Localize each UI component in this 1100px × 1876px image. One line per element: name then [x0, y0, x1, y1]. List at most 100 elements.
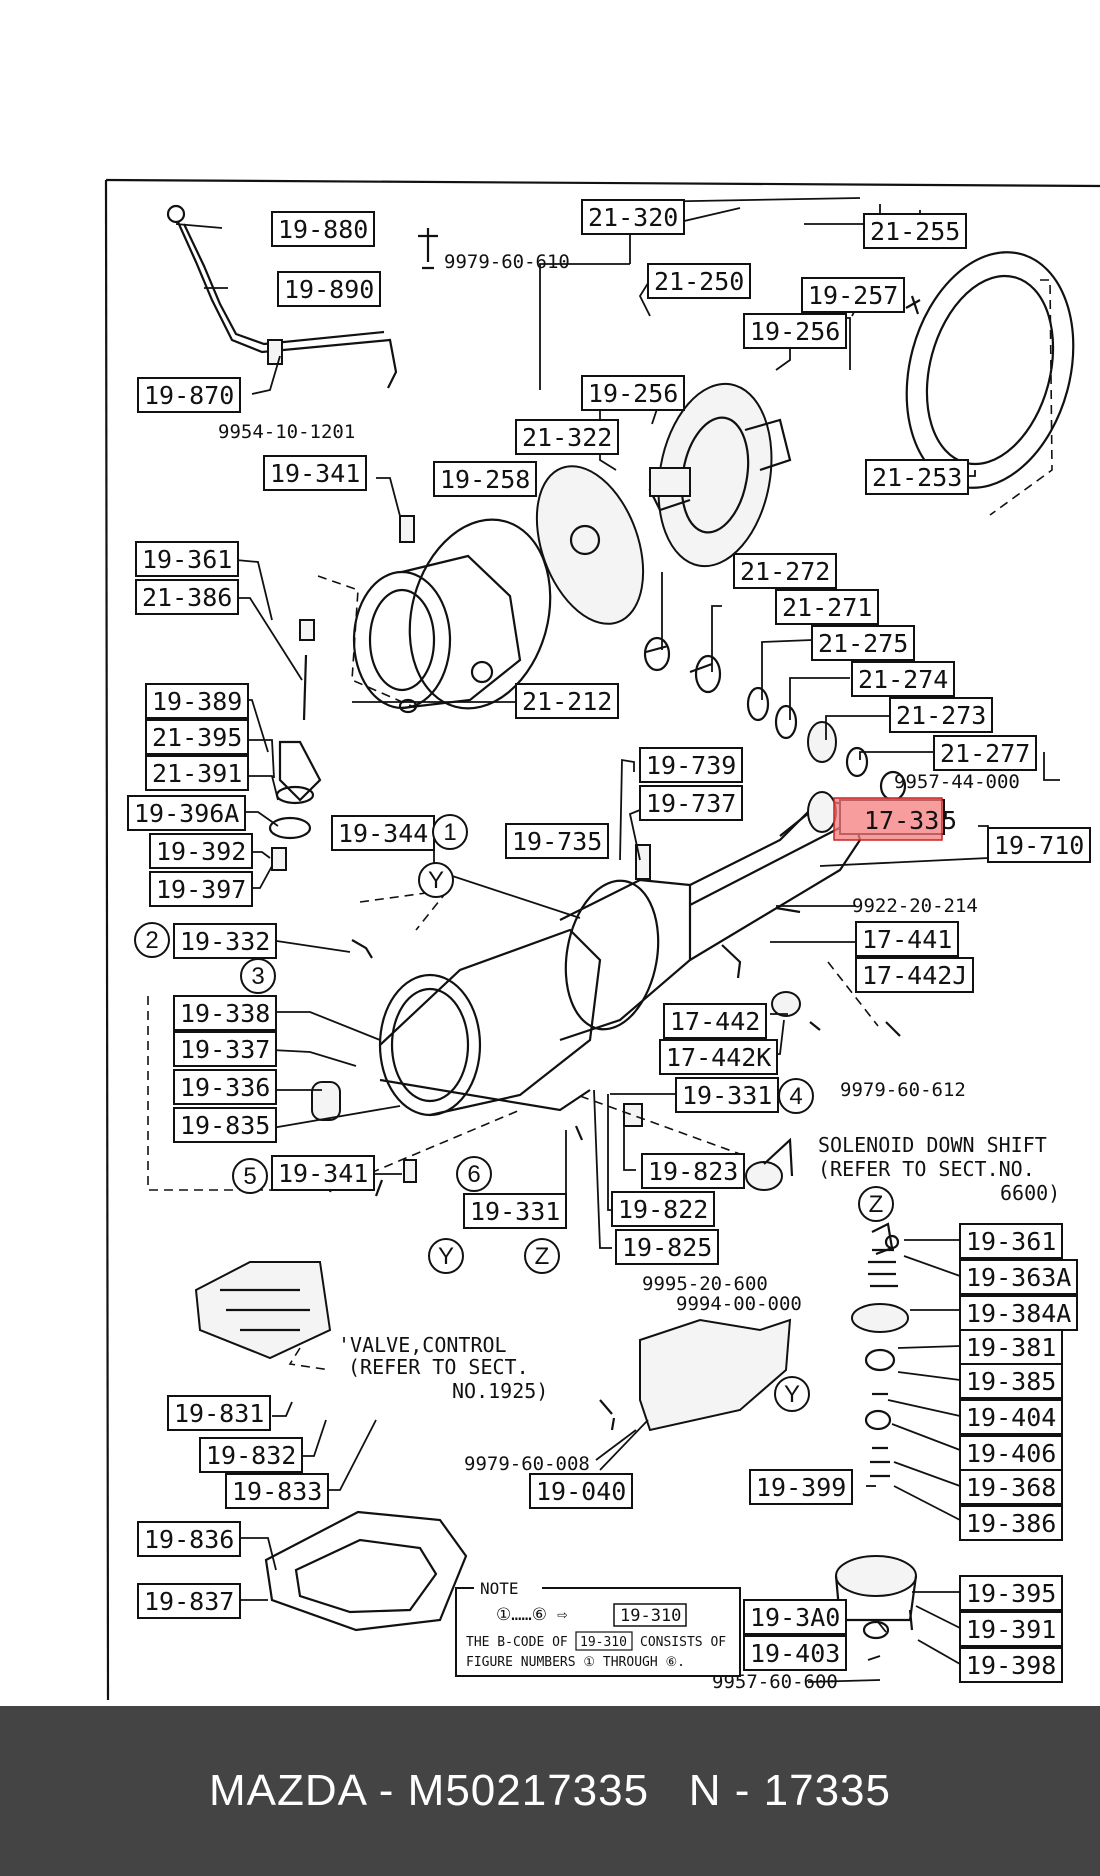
solenoid-drawing [745, 1137, 794, 1191]
part-label-17-441[interactable]: 17-441 [855, 921, 959, 957]
part-label-21-272[interactable]: 21-272 [733, 553, 837, 589]
part-label-17-442[interactable]: 17-442 [663, 1003, 767, 1039]
part-label-19-344[interactable]: 19-344 [331, 815, 435, 851]
part-label-21-253[interactable]: 21-253 [865, 459, 969, 495]
part-label-17-442k[interactable]: 17-442K [659, 1039, 778, 1075]
part-label-19-256[interactable]: 19-256 [743, 313, 847, 349]
label-text: 19-389 [152, 687, 242, 716]
part-label-21-320[interactable]: 21-320 [581, 199, 685, 235]
part-label-19-890[interactable]: 19-890 [277, 271, 381, 307]
part-label-19-3a0[interactable]: 19-3A0 [743, 1599, 847, 1635]
part-label-19-832[interactable]: 19-832 [199, 1437, 303, 1473]
part-label-19-825[interactable]: 19-825 [615, 1229, 719, 1265]
part-number-9995-20-600[interactable]: 9995-20-600 [642, 1273, 768, 1295]
part-label-19-337[interactable]: 19-337 [173, 1031, 277, 1067]
part-label-19-837[interactable]: 19-837 [137, 1583, 241, 1619]
part-label-21-386[interactable]: 21-386 [135, 579, 239, 615]
part-label-19-735[interactable]: 19-735 [505, 823, 609, 859]
part-label-19-331[interactable]: 19-331 [463, 1193, 567, 1229]
part-label-19-406[interactable]: 19-406 [959, 1435, 1063, 1471]
part-label-19-361[interactable]: 19-361 [135, 541, 239, 577]
part-label-19-386[interactable]: 19-386 [959, 1505, 1063, 1541]
part-label-19-739[interactable]: 19-739 [639, 747, 743, 783]
part-label-19-398[interactable]: 19-398 [959, 1647, 1063, 1683]
part-label-21-273[interactable]: 21-273 [889, 697, 993, 733]
label-box [225, 1473, 329, 1509]
part-label-19-870[interactable]: 19-870 [137, 377, 241, 413]
part-label-19-384a[interactable]: 19-384A [959, 1295, 1078, 1331]
part-label-19-392[interactable]: 19-392 [149, 833, 253, 869]
label-box [987, 827, 1091, 863]
part-number-9922-20-214[interactable]: 9922-20-214 [852, 895, 978, 917]
label-text: 19-344 [338, 819, 428, 848]
label-text: 19-332 [180, 927, 270, 956]
part-label-21-250[interactable]: 21-250 [647, 263, 751, 299]
label-text: 21-277 [940, 739, 1030, 768]
part-label-21-271[interactable]: 21-271 [775, 589, 879, 625]
part-number-9957-44-000[interactable]: 9957-44-000 [894, 771, 1020, 793]
part-number-9979-60-612[interactable]: 9979-60-612 [840, 1079, 966, 1101]
label-text: 19-739 [646, 751, 736, 780]
part-label-19-399[interactable]: 19-399 [749, 1469, 853, 1505]
part-label-19-368[interactable]: 19-368 [959, 1469, 1063, 1505]
label-box [135, 541, 239, 577]
part-label-21-275[interactable]: 21-275 [811, 625, 915, 661]
highlighted-part-label[interactable]: 17-33 5 [833, 797, 957, 841]
label-text: 19-386 [966, 1509, 1056, 1538]
part-label-19-822[interactable]: 19-822 [611, 1191, 715, 1227]
part-label-19-338[interactable]: 19-338 [173, 995, 277, 1031]
valve-note-line-3: NO.1925) [452, 1379, 548, 1403]
part-label-19-361[interactable]: 19-361 [959, 1223, 1063, 1259]
part-label-19-389[interactable]: 19-389 [145, 683, 249, 719]
part-label-19-256[interactable]: 19-256 [581, 375, 685, 411]
part-label-19-396a[interactable]: 19-396A [127, 795, 246, 831]
part-label-19-381[interactable]: 19-381 [959, 1329, 1063, 1365]
part-label-17-442j[interactable]: 17-442J [855, 957, 974, 993]
label-box [611, 1191, 715, 1227]
label-text: 19-361 [142, 545, 232, 574]
part-label-21-322[interactable]: 21-322 [515, 419, 619, 455]
part-label-19-363a[interactable]: 19-363A [959, 1259, 1078, 1295]
part-number-9954-10-1201[interactable]: 9954-10-1201 [218, 421, 355, 443]
part-label-19-397[interactable]: 19-397 [149, 871, 253, 907]
part-label-21-212[interactable]: 21-212 [515, 683, 619, 719]
part-number-9957-60-600[interactable]: 9957-60-600 [712, 1671, 838, 1693]
part-label-19-880[interactable]: 19-880 [271, 211, 375, 247]
part-label-19-258[interactable]: 19-258 [433, 461, 537, 497]
label-box [433, 461, 537, 497]
part-label-19-404[interactable]: 19-404 [959, 1399, 1063, 1435]
label-box [463, 1193, 567, 1229]
part-label-19-823[interactable]: 19-823 [641, 1153, 745, 1189]
part-label-19-336[interactable]: 19-336 [173, 1069, 277, 1105]
part-label-19-385[interactable]: 19-385 [959, 1363, 1063, 1399]
label-box [529, 1473, 633, 1509]
part-label-19-835[interactable]: 19-835 [173, 1107, 277, 1143]
part-number-9979-60-008[interactable]: 9979-60-008 [464, 1453, 590, 1475]
label-box [271, 1155, 375, 1191]
part-label-21-391[interactable]: 21-391 [145, 755, 249, 791]
part-label-19-257[interactable]: 19-257 [801, 277, 905, 313]
part-label-19-331[interactable]: 19-331 [675, 1077, 779, 1113]
part-label-21-395[interactable]: 21-395 [145, 719, 249, 755]
part-label-21-274[interactable]: 21-274 [851, 661, 955, 697]
part-label-19-332[interactable]: 19-332 [173, 923, 277, 959]
part-label-19-341[interactable]: 19-341 [263, 455, 367, 491]
label-box [167, 1395, 271, 1431]
part-label-19-710[interactable]: 19-710 [987, 827, 1091, 863]
part-label-21-277[interactable]: 21-277 [933, 735, 1037, 771]
part-label-19-833[interactable]: 19-833 [225, 1473, 329, 1509]
part-label-21-255[interactable]: 21-255 [863, 213, 967, 249]
part-label-19-391[interactable]: 19-391 [959, 1611, 1063, 1647]
label-text: 19-890 [284, 275, 374, 304]
part-label-19-341[interactable]: 19-341 [271, 1155, 375, 1191]
part-label-19-737[interactable]: 19-737 [639, 785, 743, 821]
part-label-19-403[interactable]: 19-403 [743, 1635, 847, 1671]
valve-note: 'VALVE,CONTROL (REFER TO SECT. NO.1925) [338, 1333, 548, 1403]
part-label-19-040[interactable]: 19-040 [529, 1473, 633, 1509]
part-label-19-836[interactable]: 19-836 [137, 1521, 241, 1557]
part-label-19-831[interactable]: 19-831 [167, 1395, 271, 1431]
part-label-19-395[interactable]: 19-395 [959, 1575, 1063, 1611]
part-number-9979-60-610[interactable]: 9979-60-610 [444, 251, 570, 273]
label-box [863, 213, 967, 249]
part-number-9994-00-000[interactable]: 9994-00-000 [676, 1293, 802, 1315]
